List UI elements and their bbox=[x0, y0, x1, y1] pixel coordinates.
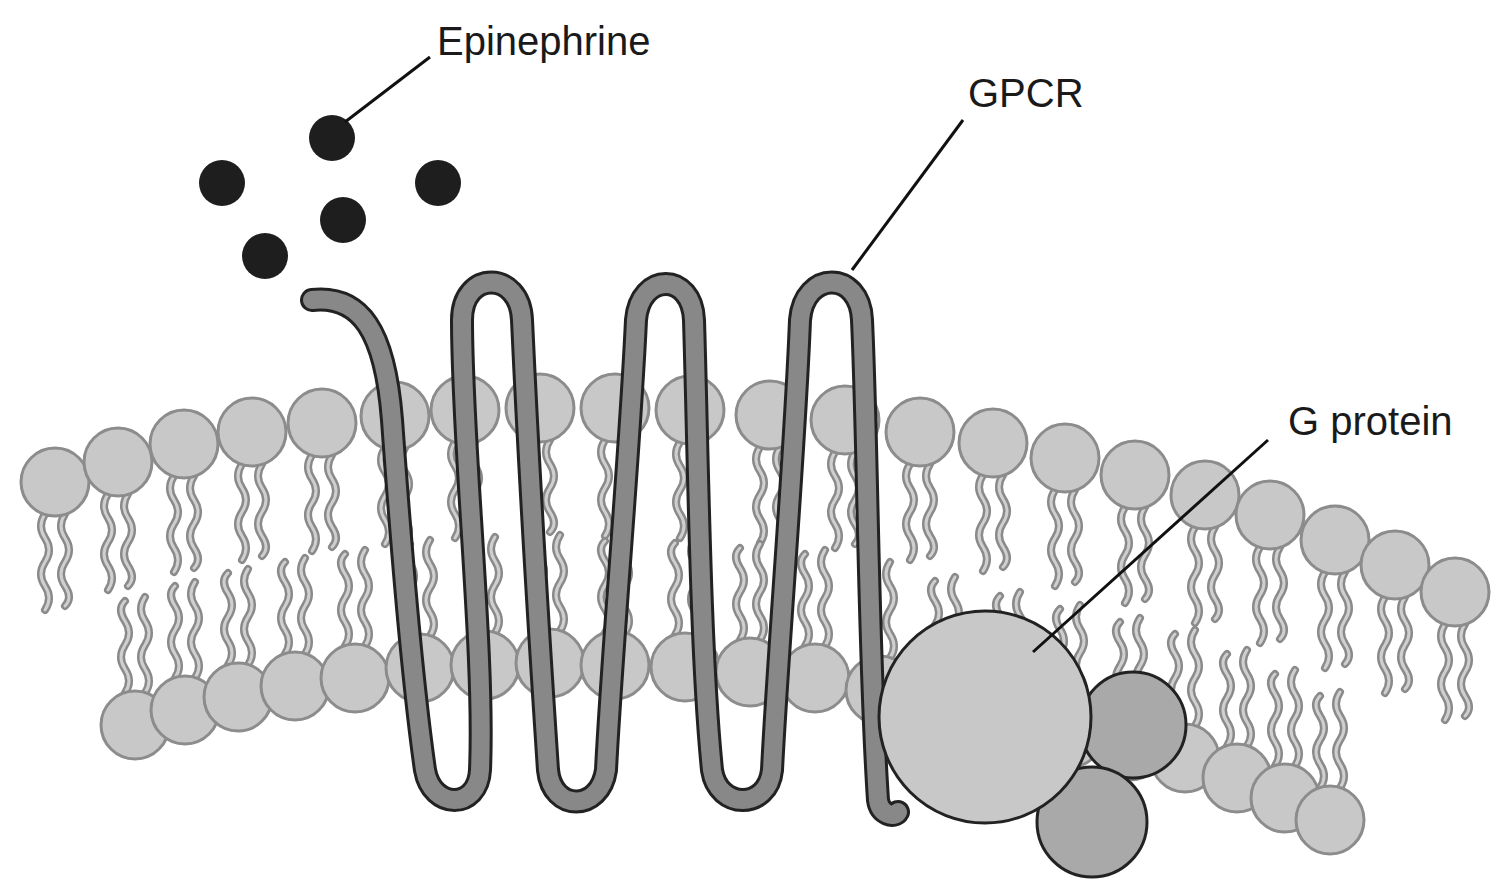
part-label: GPCR bbox=[968, 70, 1084, 116]
lipid-heads bbox=[21, 374, 1489, 854]
part-label: Epinephrine bbox=[437, 18, 651, 64]
gpcr-protein bbox=[312, 283, 898, 815]
lipid-tails bbox=[41, 440, 1469, 788]
epinephrine-molecules bbox=[199, 115, 461, 279]
leader-lines bbox=[345, 57, 1268, 652]
part-label: G protein bbox=[1288, 398, 1453, 444]
